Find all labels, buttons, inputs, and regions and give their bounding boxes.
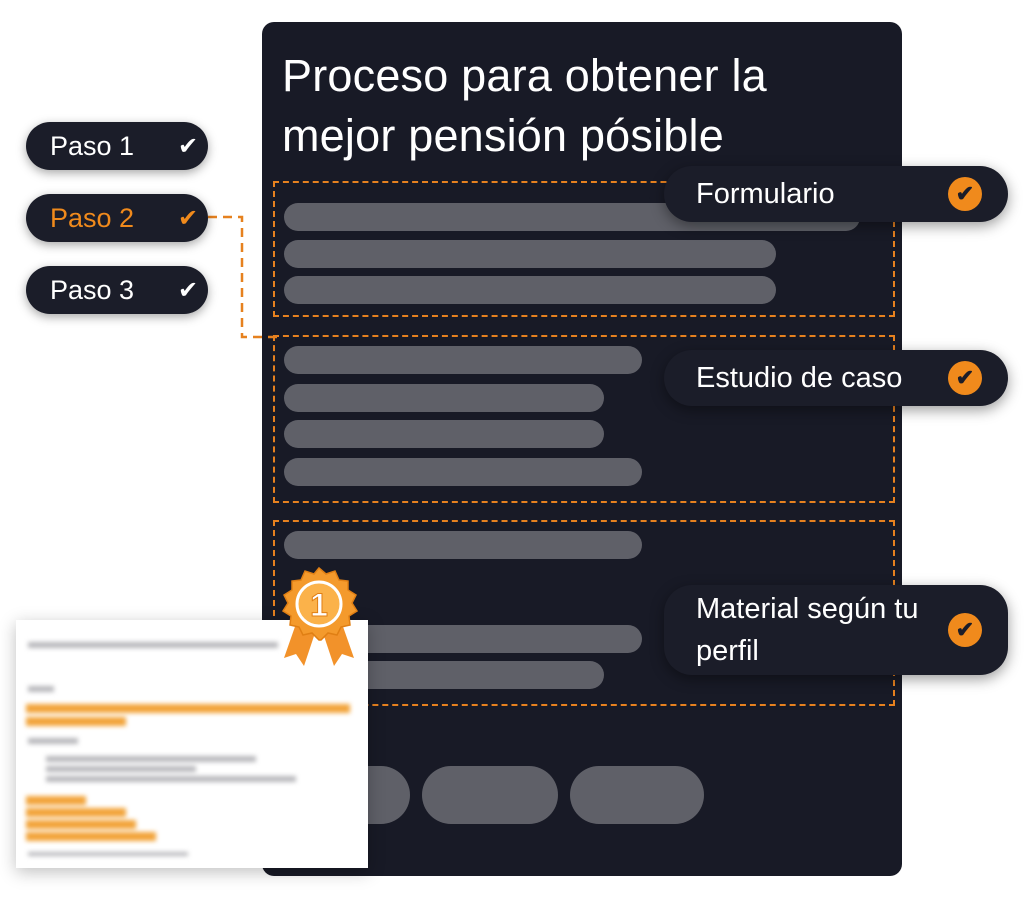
award-medal-icon: 1 xyxy=(281,566,359,666)
section-box-estudio xyxy=(273,335,895,503)
document-preview xyxy=(16,620,368,868)
step-pill-1[interactable]: Paso 1 ✔ xyxy=(26,122,208,170)
document-blurred-content xyxy=(16,620,368,868)
placeholder-button[interactable] xyxy=(422,766,558,824)
step-label: Paso 3 xyxy=(50,274,135,305)
check-icon: ✔ xyxy=(177,276,199,304)
tag-label: Formulario xyxy=(696,177,835,210)
tag-label: Material según tu perfil xyxy=(696,593,919,667)
step-label: Paso 1 xyxy=(50,130,135,161)
tag-formulario: Formulario ✔ xyxy=(664,166,1008,222)
step-pill-2[interactable]: Paso 2 ✔ xyxy=(26,194,208,242)
step-pill-3[interactable]: Paso 3 ✔ xyxy=(26,266,208,314)
check-circle-icon: ✔ xyxy=(948,613,982,647)
placeholder-line xyxy=(284,240,776,268)
step-label: Paso 2 xyxy=(50,202,135,233)
placeholder-line xyxy=(284,384,604,412)
page-title: Proceso para obtener la mejor pensión pó… xyxy=(282,50,767,161)
check-icon: ✔ xyxy=(177,132,199,160)
check-circle-icon: ✔ xyxy=(948,177,982,211)
tag-estudio-de-caso: Estudio de caso ✔ xyxy=(664,350,1008,406)
step-connector-line xyxy=(208,215,281,339)
process-panel xyxy=(262,22,902,876)
placeholder-line xyxy=(284,458,642,486)
tag-label: Estudio de caso xyxy=(696,361,903,394)
check-icon: ✔ xyxy=(177,204,199,232)
tag-material-segun-perfil: Material según tu perfil ✔ xyxy=(664,585,1008,675)
check-circle-icon: ✔ xyxy=(948,361,982,395)
placeholder-line xyxy=(284,346,642,374)
placeholder-line xyxy=(284,420,604,448)
placeholder-line xyxy=(284,276,776,304)
medal-number: 1 xyxy=(310,587,328,623)
placeholder-line xyxy=(284,531,642,559)
section-box-formulario xyxy=(273,181,895,317)
placeholder-button[interactable] xyxy=(570,766,704,824)
